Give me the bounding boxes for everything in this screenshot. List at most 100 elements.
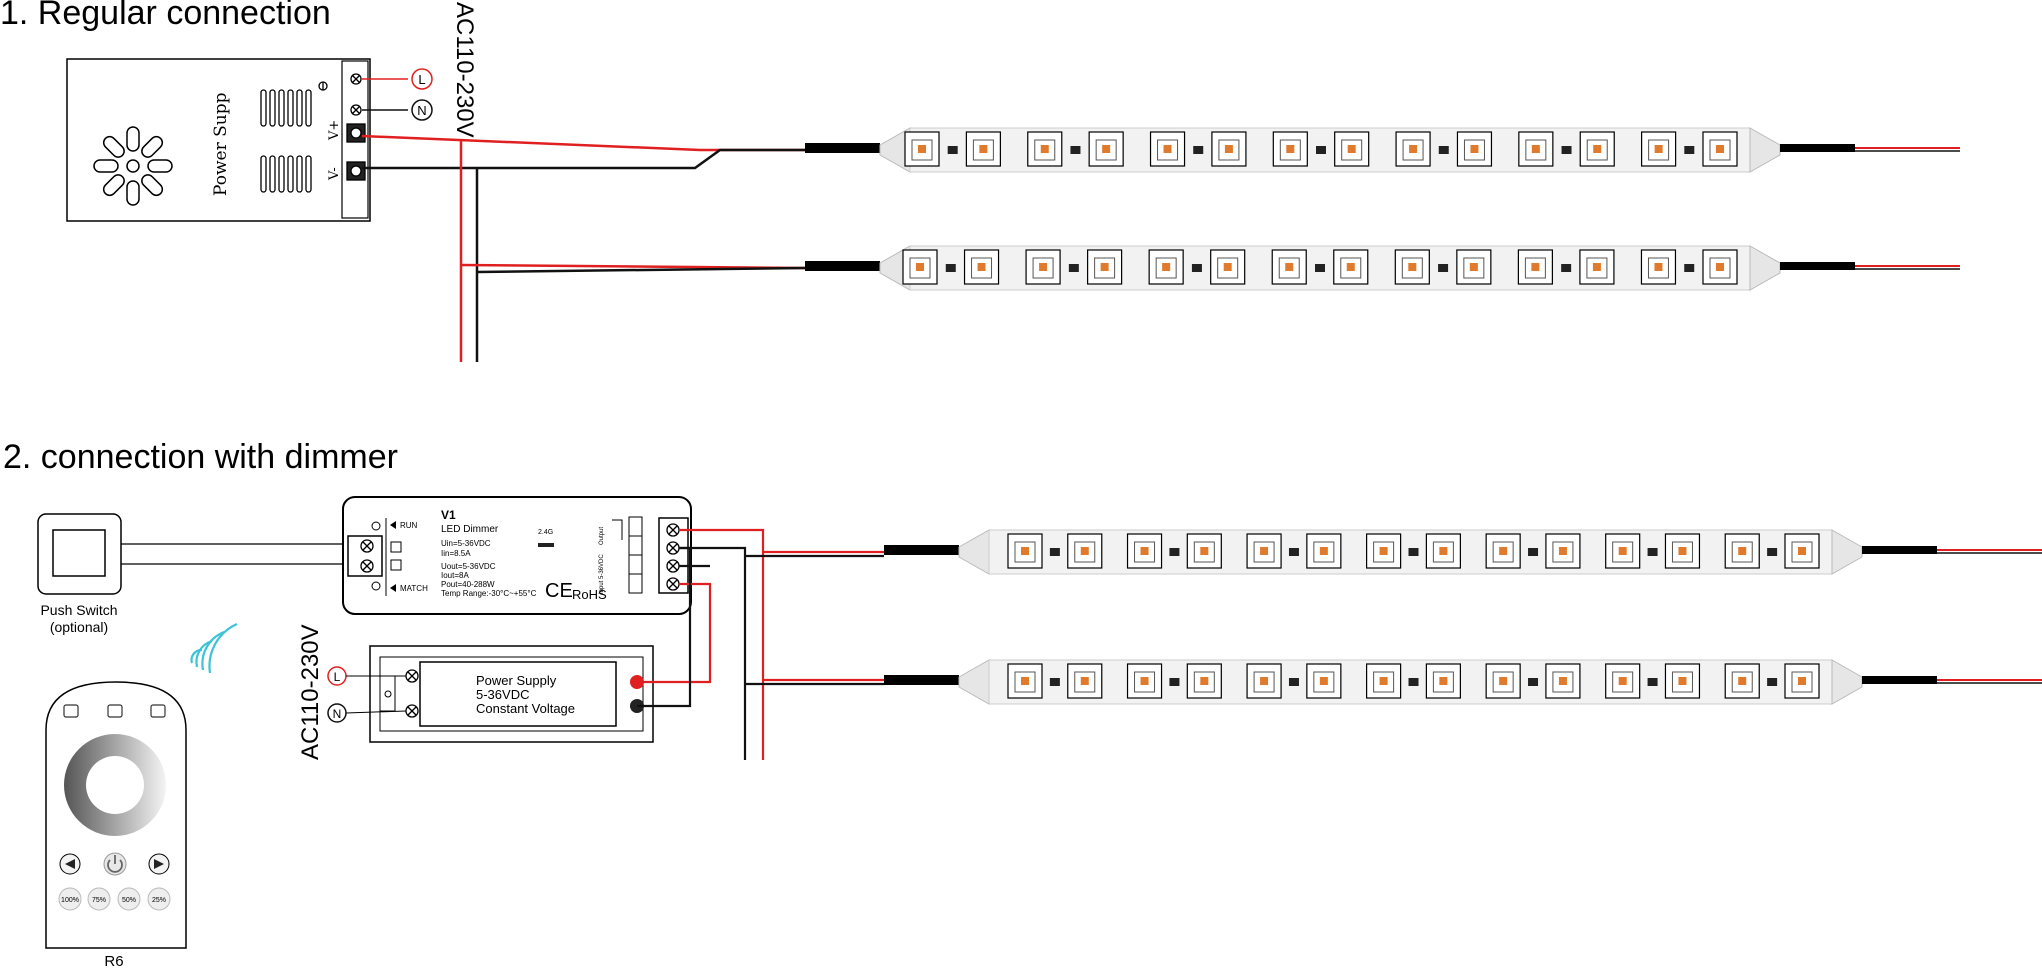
resistor (1288, 548, 1299, 556)
preset-50: 50% (122, 897, 136, 904)
led-chip (1518, 131, 1554, 167)
led-chip (1664, 663, 1701, 699)
led-chip (1210, 249, 1246, 285)
led-chip (1784, 533, 1820, 569)
remote-dimming-wheel (64, 734, 166, 836)
led-chip (1456, 249, 1492, 285)
remote-model-label: R6 (104, 953, 123, 968)
led-chip (1149, 131, 1186, 167)
led-strips (805, 127, 2042, 705)
resistor (1561, 264, 1572, 272)
dimmer-uin: Uin=5-36VDC (441, 539, 491, 548)
led-chip (1027, 131, 1063, 167)
led-chip (1186, 533, 1222, 569)
led-chip (1702, 131, 1738, 167)
dimmer-iin: Iin=8.5A (441, 549, 471, 558)
led-chip (1545, 533, 1581, 569)
fan-icon (93, 126, 173, 206)
dimmer-pout: Pout=40-288W (441, 580, 495, 589)
led-chip (1025, 249, 1061, 285)
resistor (1408, 678, 1419, 686)
section2-title: 2. connection with dimmer (3, 438, 398, 476)
led-chip (1724, 663, 1760, 699)
led-chip (1007, 663, 1043, 699)
led-chip (1272, 131, 1308, 167)
resistor (1315, 264, 1325, 272)
mains-neutral-marker: N (411, 99, 433, 121)
resistor (1684, 146, 1695, 154)
led-chip (1485, 663, 1521, 699)
terminal-v-plus-label: V+ (327, 120, 342, 141)
psu-label: Power Supp (211, 92, 231, 196)
resistor (1647, 548, 1658, 556)
led-chip (1211, 131, 1247, 167)
led-chip (1366, 663, 1402, 699)
mains-live-label: L (418, 72, 425, 87)
rohs-mark: RoHS (572, 587, 607, 602)
power-supply-unit: Power Supp V+ V- (66, 58, 371, 222)
led-chip (904, 131, 940, 167)
resistor (1068, 264, 1079, 272)
led-chip (1425, 533, 1461, 569)
preset-100: 100% (61, 897, 79, 904)
resistor (1408, 548, 1419, 556)
remote-control: 100% 75% 50% 25% R6 (45, 681, 187, 968)
psu2-line3: Constant Voltage (476, 701, 575, 716)
led-chip (1126, 663, 1163, 699)
resistor (1438, 146, 1449, 154)
dimmer-input-label: Input 5-36VDC (599, 554, 605, 594)
push-switch-label: Push Switch (40, 602, 117, 618)
terminal-v-minus-label: V- (327, 167, 342, 181)
resistor (1767, 678, 1778, 686)
led-chip (1333, 249, 1369, 285)
power-icon (107, 855, 123, 873)
resistor (1561, 146, 1572, 154)
wire-strip-icon (538, 543, 554, 547)
dimmer-temp: Temp Range:-30°C~+55°C (441, 589, 537, 598)
led-chip (1271, 249, 1307, 285)
power-supply-constant-voltage: Power Supply 5-36VDC Constant Voltage (369, 645, 654, 743)
led-chip (1067, 533, 1103, 569)
led-chip (1485, 533, 1521, 569)
led-chip (1724, 533, 1760, 569)
dimmer-run-label: RUN (400, 521, 418, 530)
preset-25: 25% (152, 897, 166, 904)
vent-slots (260, 89, 312, 193)
section2-ac-label: AC110-230V (297, 624, 324, 760)
resistor (1191, 264, 1202, 272)
led-chip (1641, 131, 1677, 167)
resistor (1767, 548, 1778, 556)
psu2-line1: Power Supply (476, 673, 557, 688)
led-chip (1579, 249, 1615, 285)
remote-top-buttons (63, 704, 166, 718)
mains2-neutral-label: N (333, 707, 342, 721)
resistor (1169, 548, 1180, 556)
led-chip (1087, 249, 1123, 285)
dimmer-match-label: MATCH (400, 584, 428, 593)
led-chip (1394, 249, 1430, 285)
led-chip (1395, 131, 1431, 167)
led-dimmer: RUN MATCH V1 LED Dimmer Uin=5-36VDC Iin=… (342, 496, 692, 615)
led-chip (1186, 663, 1222, 699)
ce-mark: CE (545, 580, 573, 602)
led-chip (1517, 249, 1553, 285)
mains2-live-marker: L (327, 666, 347, 686)
psu2-line2: 5-36VDC (476, 687, 529, 702)
resistor (1647, 678, 1658, 686)
remote-arrow-buttons (59, 852, 170, 876)
led-chip (1784, 663, 1820, 699)
dimmer-model: V1 (441, 508, 456, 522)
led-chip (1664, 533, 1701, 569)
mains2-neutral-marker: N (327, 703, 347, 723)
led-chip (1605, 663, 1641, 699)
mains2-live-label: L (334, 670, 341, 684)
resistor (1528, 548, 1539, 556)
dimmer-uout: Uout=5-36VDC (441, 562, 496, 571)
led-strip (884, 659, 2042, 705)
section1-ac-label: AC110-230V (451, 2, 478, 138)
led-chip (1640, 249, 1677, 285)
terminal-screws (318, 73, 366, 181)
led-chip (1366, 533, 1402, 569)
dimmer-output-label: Output (599, 527, 605, 545)
